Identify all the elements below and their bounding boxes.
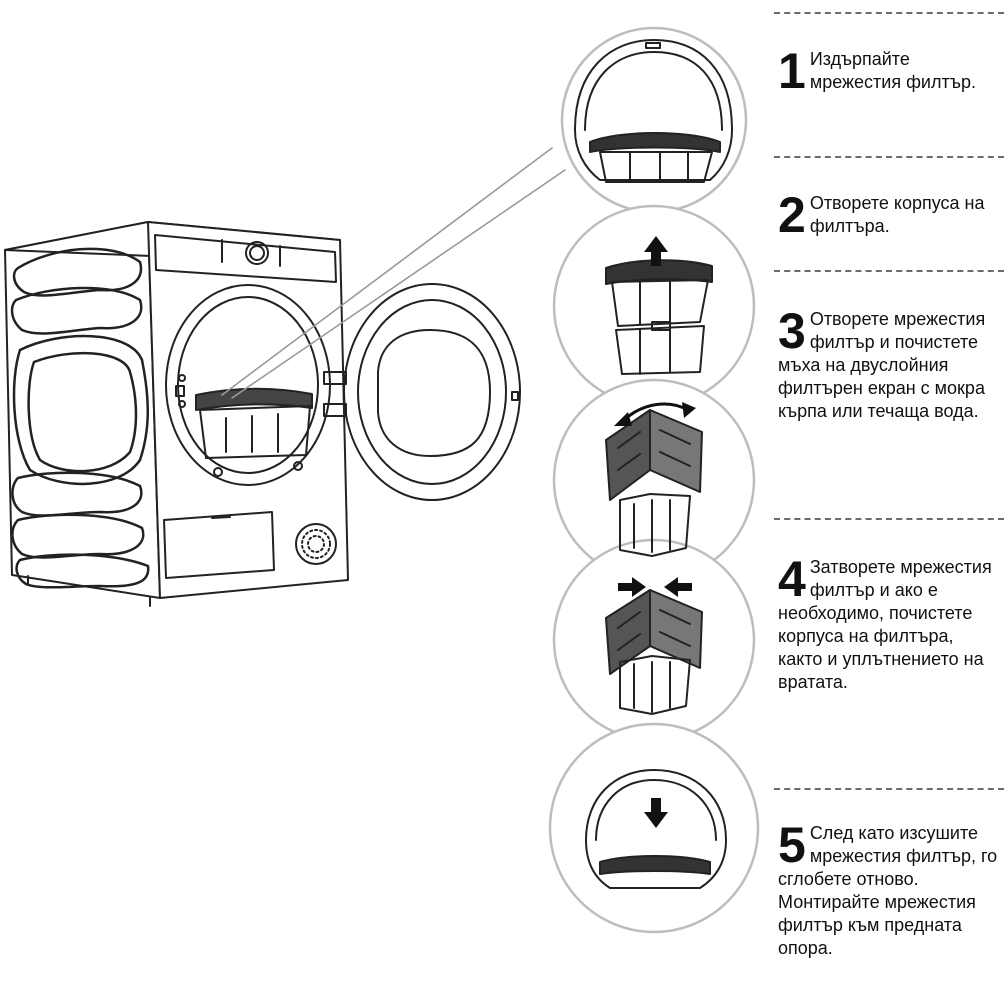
step-text: Отворете мрежестия филтър и почистете мъ… <box>778 309 986 421</box>
step-text: Отворете корпуса на филтъра. <box>809 193 985 236</box>
arrow-up-icon <box>644 236 668 266</box>
step-number: 3 <box>778 303 806 359</box>
zoom-lines <box>221 147 566 399</box>
dryer-machine <box>4 221 521 607</box>
step-number: 2 <box>778 187 806 243</box>
divider <box>774 156 1004 158</box>
step-number: 1 <box>778 43 806 99</box>
step2-image <box>605 259 713 375</box>
arrows-inward-icon <box>618 577 692 597</box>
step-5: 5 След като изсушите мрежестия филтър, г… <box>778 817 1002 960</box>
step-text: След като изсушите мрежестия филтър, го … <box>778 823 998 958</box>
step4-image <box>605 589 703 715</box>
step-1: 1 Издърпайте мрежестия филтър. <box>778 43 1002 99</box>
divider <box>774 270 1004 272</box>
step5-image <box>585 769 727 889</box>
step-2: 2 Отворете корпуса на филтъра. <box>778 187 1002 243</box>
divider <box>774 12 1004 14</box>
divider <box>774 788 1004 790</box>
double-arrow-icon <box>614 402 696 426</box>
step1-image <box>574 39 733 183</box>
step-number: 5 <box>778 817 806 873</box>
step-number: 4 <box>778 551 806 607</box>
step3-image <box>605 409 703 557</box>
step-text: Затворете мрежестия филтър и ако е необх… <box>778 557 992 692</box>
arrow-down-icon <box>644 798 668 828</box>
step-text: Издърпайте мрежестия филтър. <box>809 49 976 92</box>
step-3: 3 Отворете мрежестия филтър и почистете … <box>778 303 1002 423</box>
step-circle-chain <box>548 26 760 934</box>
divider <box>774 518 1004 520</box>
step-4: 4 Затворете мрежестия филтър и ако е нео… <box>778 551 1002 694</box>
